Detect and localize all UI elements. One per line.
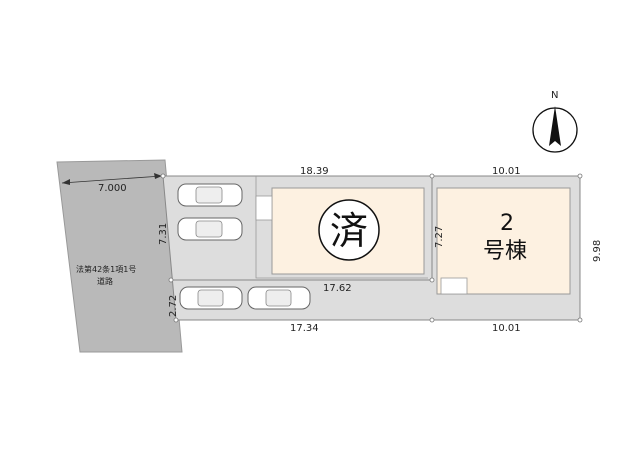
dim-right-side: 9.98 <box>592 240 603 262</box>
north-compass: N <box>532 90 578 153</box>
dim-left-lower: 2.72 <box>168 295 179 317</box>
dim-middle-vertical: 7.27 <box>434 226 445 248</box>
dim-inner-lower: 17.62 <box>323 283 352 294</box>
building-2-entry <box>440 277 468 295</box>
lot-2-number: 2 <box>500 211 514 236</box>
road-width-arrow-left <box>62 179 70 185</box>
car-2 <box>177 217 243 241</box>
dim-bottom-right: 10.01 <box>492 323 521 334</box>
sold-badge <box>318 199 380 261</box>
compass-label: N <box>551 90 558 101</box>
road-width-arrow-right <box>154 173 162 179</box>
building-1-entry <box>255 195 273 221</box>
road-type-line2: 道路 <box>97 276 113 286</box>
car-4 <box>247 286 311 310</box>
dim-top-right: 10.01 <box>492 166 521 177</box>
lot-2-label: 号棟 <box>483 239 527 264</box>
dim-top-left: 18.39 <box>300 166 329 177</box>
dim-left-upper: 7.31 <box>158 223 169 245</box>
car-1 <box>177 183 243 207</box>
dim-bottom-left: 17.34 <box>290 323 319 334</box>
sold-badge-label: 済 <box>330 209 368 253</box>
road-area <box>56 159 183 353</box>
road-type-line1: 法第42条1項1号 <box>76 264 136 274</box>
road-width-line <box>61 175 163 184</box>
north-arrow-icon <box>549 106 561 146</box>
boundary-markers <box>160 173 583 323</box>
car-3 <box>179 286 243 310</box>
road-width-label: 7.000 <box>98 183 127 194</box>
building-2 <box>436 187 571 295</box>
